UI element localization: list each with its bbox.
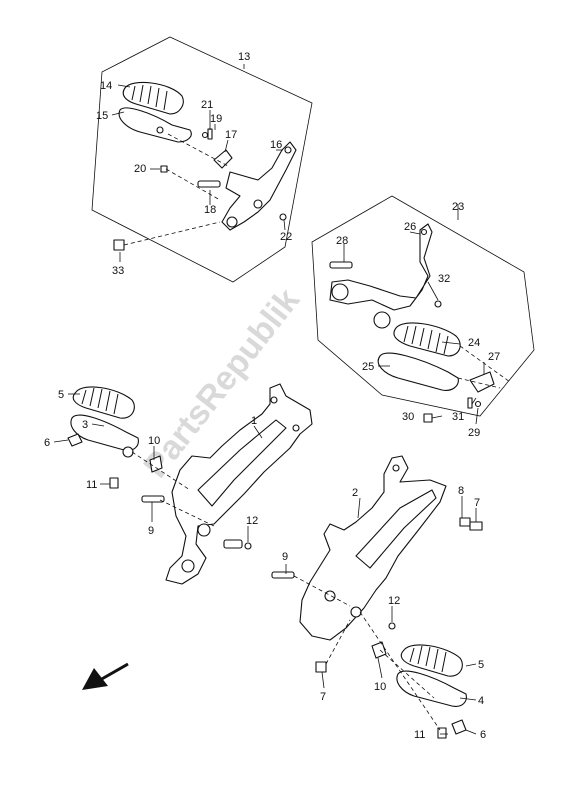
front-right-footpeg <box>396 644 467 707</box>
rear-right-footpeg <box>377 322 461 391</box>
callout-28: 28 <box>336 235 348 247</box>
callout-29: 29 <box>468 427 480 439</box>
bolt-29 <box>474 400 482 408</box>
callout-6-right: 6 <box>480 729 486 741</box>
bolt-30 <box>423 413 433 423</box>
front-right-stay <box>271 455 447 641</box>
callout-27: 27 <box>488 351 500 363</box>
callout-5-right: 5 <box>478 659 484 671</box>
callout-17: 17 <box>225 129 237 141</box>
bolt-11-right <box>437 727 447 739</box>
callout-15: 15 <box>96 110 108 122</box>
callout-26: 26 <box>404 221 416 233</box>
callout-14: 14 <box>100 80 112 92</box>
callout-12-left: 12 <box>246 515 258 527</box>
bolt-7-left <box>315 661 327 673</box>
callout-9-right: 9 <box>282 551 288 563</box>
clip-12-left <box>244 542 252 550</box>
rear-right-bracket <box>329 223 433 329</box>
leaders-front-right <box>285 496 477 735</box>
pin-19 <box>207 128 213 140</box>
bolt-11-left <box>109 477 119 489</box>
leaders-front-left <box>53 393 263 542</box>
pin-31 <box>467 397 473 409</box>
callout-1: 1 <box>251 415 257 427</box>
callout-19: 19 <box>210 113 222 125</box>
clip-12-right <box>388 622 396 630</box>
callout-7-left: 7 <box>320 691 326 703</box>
callout-13: 13 <box>238 51 250 63</box>
callout-2: 2 <box>352 487 358 499</box>
rear-left-footpeg <box>118 81 192 143</box>
callout-20: 20 <box>134 163 146 175</box>
bolt-7-right <box>469 521 483 531</box>
callout-5-left: 5 <box>58 389 64 401</box>
callout-24: 24 <box>468 337 480 349</box>
rear-left-bracket <box>197 141 297 231</box>
callout-11-right: 11 <box>414 729 425 741</box>
callout-10-right: 10 <box>374 681 386 693</box>
front-direction-arrow <box>82 662 129 690</box>
callout-31: 31 <box>452 411 464 423</box>
callout-30: 30 <box>402 411 414 423</box>
callout-11-left: 11 <box>86 479 97 491</box>
callout-16: 16 <box>270 139 282 151</box>
callout-18: 18 <box>204 204 216 216</box>
callout-8: 8 <box>458 485 464 497</box>
callout-22: 22 <box>280 231 292 243</box>
clip-32 <box>434 300 442 308</box>
callout-33: 33 <box>112 265 124 277</box>
group-13-frame <box>91 36 313 283</box>
bolt-6-right <box>451 719 467 735</box>
callout-labels: 13 14 21 15 19 17 16 20 18 22 33 23 26 2… <box>44 51 500 741</box>
callout-6-left: 6 <box>44 437 50 449</box>
callout-25: 25 <box>362 361 374 373</box>
bolt-6-left <box>67 433 83 447</box>
bolt-20 <box>160 165 168 173</box>
callout-12-right: 12 <box>388 595 400 607</box>
plate-10-left <box>149 455 163 473</box>
callout-10-left: 10 <box>148 435 160 447</box>
callout-4: 4 <box>478 695 484 707</box>
bolt-21 <box>201 131 209 139</box>
clip-22 <box>279 213 287 221</box>
callout-9-left: 9 <box>148 525 154 537</box>
front-left-stay <box>141 383 313 585</box>
callout-32: 32 <box>438 273 450 285</box>
leaders-group-23 <box>343 231 511 425</box>
bolt-33 <box>113 239 125 251</box>
plate-10-right <box>371 641 387 659</box>
leaders-group-13 <box>111 84 286 262</box>
washer-8 <box>459 517 471 527</box>
group-23-frame <box>311 195 535 417</box>
callout-3: 3 <box>82 419 88 431</box>
callout-23: 23 <box>452 201 464 213</box>
callout-21: 21 <box>201 99 213 111</box>
front-left-footpeg <box>70 386 139 458</box>
callout-7-right: 7 <box>474 497 480 509</box>
plate-27 <box>469 371 495 393</box>
